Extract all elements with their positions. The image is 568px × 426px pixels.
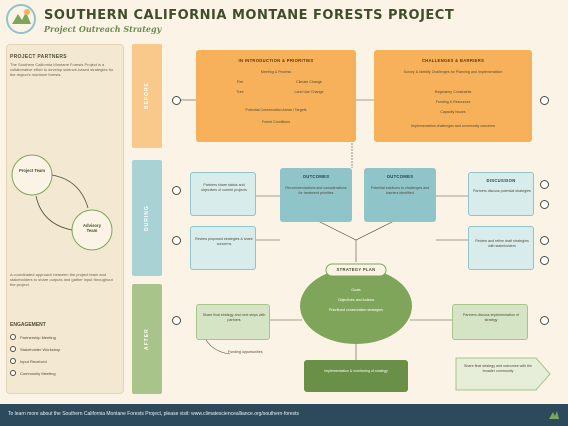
challenge-item: Regulatory Constraints xyxy=(434,90,472,94)
footer-text: To learn more about the Southern Califor… xyxy=(8,411,299,417)
cycle-project-team: Project Team xyxy=(19,168,45,173)
legend-item: Input Received xyxy=(10,358,47,364)
page-title: SOUTHERN CALIFORNIA MONTANE FORESTS PROJ… xyxy=(44,8,455,23)
workshop-icon xyxy=(540,236,549,245)
partners-intro: The Southern California Montane Forests … xyxy=(10,62,114,77)
mid-right-top-title: DISCUSSION xyxy=(486,178,516,183)
final-outreach-text: Share final strategy and outcomes with t… xyxy=(464,364,532,373)
challenge-item: Implementation challenges and community … xyxy=(411,124,495,128)
challenge-item: Survey & Identify Challenges for Plannin… xyxy=(403,70,503,74)
input-icon xyxy=(540,256,549,265)
workshop-icon xyxy=(172,186,181,195)
intro-priorities-title: IN INTRODUCTION & PRIORITIES xyxy=(238,58,314,63)
strategy-plan-title: STRATEGY PLAN xyxy=(336,267,376,272)
mid-left-top-box: Partners share status and objectives of … xyxy=(190,172,256,216)
outcomes-right-box: OUTCOMES Potential solutions to challeng… xyxy=(364,168,436,222)
intro-item: Land Use Change xyxy=(294,90,324,94)
band-after xyxy=(132,284,162,394)
legend-item: Community Meeting xyxy=(10,370,56,376)
header: SOUTHERN CALIFORNIA MONTANE FORESTS PROJ… xyxy=(0,0,568,40)
mid-right-bottom-box: Review and refine draft strategies with … xyxy=(468,226,534,270)
partners-heading: PROJECT PARTNERS xyxy=(10,54,67,60)
logo-small-icon xyxy=(549,411,559,419)
legend-heading: ENGAGEMENT xyxy=(10,322,46,328)
challenges-box: CHALLENGES & BARRIERS Survey & Identify … xyxy=(374,50,532,142)
legend-item: Stakeholder Workshop xyxy=(10,346,60,352)
intro-priorities-box: IN INTRODUCTION & PRIORITIES Meeting & P… xyxy=(196,50,356,142)
mid-right-bottom-text: Review and refine draft strategies with … xyxy=(475,239,529,248)
after-left-box: Share final strategy and next steps with… xyxy=(196,304,270,340)
legend-item: Partnership Meeting xyxy=(10,334,56,340)
outcomes-left-title: OUTCOMES xyxy=(302,174,330,179)
meeting-icon xyxy=(172,96,181,105)
community-icon xyxy=(10,370,16,376)
band-during xyxy=(132,160,162,276)
implementation-box: Implementation & monitoring of strategy xyxy=(304,360,408,392)
mid-left-bottom-box: Review proposed strategies & share conce… xyxy=(190,226,256,270)
workshop-icon xyxy=(540,180,549,189)
intro-item: Tree xyxy=(236,90,244,94)
input-icon xyxy=(172,236,181,245)
mid-right-top-box: DISCUSSION Partners discuss potential st… xyxy=(468,172,534,216)
strategy-item: Prioritized conservation strategies xyxy=(329,308,383,312)
outcomes-right-text: Potential solutions to challenges and ba… xyxy=(370,186,430,195)
after-right-text: Partners discuss implementation of strat… xyxy=(463,313,519,322)
meeting-icon xyxy=(172,316,181,325)
outcomes-left-text: Recommendations and considerations for t… xyxy=(285,186,347,195)
mid-left-bottom-text: Review proposed strategies & share conce… xyxy=(195,237,253,246)
challenge-item: Capacity Issues xyxy=(440,110,466,114)
intro-item: Forest Conditions xyxy=(261,120,291,124)
after-right-box: Partners discuss implementation of strat… xyxy=(452,304,528,340)
implementation-text: Implementation & monitoring of strategy xyxy=(324,369,388,373)
input-icon xyxy=(540,200,549,209)
community-icon xyxy=(540,316,549,325)
strategy-item: Objectives and Actions xyxy=(337,298,375,302)
partners-body: A coordinated approach between the proje… xyxy=(10,272,113,287)
challenge-item: Funding & Resources xyxy=(435,100,471,104)
page-subtitle: Project Outreach Strategy xyxy=(44,24,162,34)
outcomes-left-box: OUTCOMES Recommendations and considerati… xyxy=(280,168,352,222)
funding-note: Funding opportunities xyxy=(228,350,263,354)
footer: To learn more about the Southern Califor… xyxy=(0,404,568,426)
outcomes-right-title: OUTCOMES xyxy=(386,174,414,179)
meeting-icon xyxy=(540,96,549,105)
mid-left-top-text: Partners share status and objectives of … xyxy=(201,183,247,192)
cycle-advisory-team: Advisory Team xyxy=(83,223,101,233)
intro-item: Climate Change xyxy=(296,80,322,84)
input-icon xyxy=(10,358,16,364)
mid-right-top-text: Partners discuss potential strategies xyxy=(473,189,531,193)
strategy-item: Goals xyxy=(351,288,361,292)
intro-item: Meeting & Process xyxy=(260,70,292,74)
project-logo xyxy=(6,4,36,34)
intro-item: Fire xyxy=(236,80,244,84)
band-before xyxy=(132,44,162,148)
workshop-icon xyxy=(10,346,16,352)
meeting-icon xyxy=(10,334,16,340)
challenges-title: CHALLENGES & BARRIERS xyxy=(421,58,485,63)
intro-item: Potential Conservation Areas / Targets xyxy=(245,108,307,112)
after-left-text: Share final strategy and next steps with… xyxy=(202,313,266,322)
